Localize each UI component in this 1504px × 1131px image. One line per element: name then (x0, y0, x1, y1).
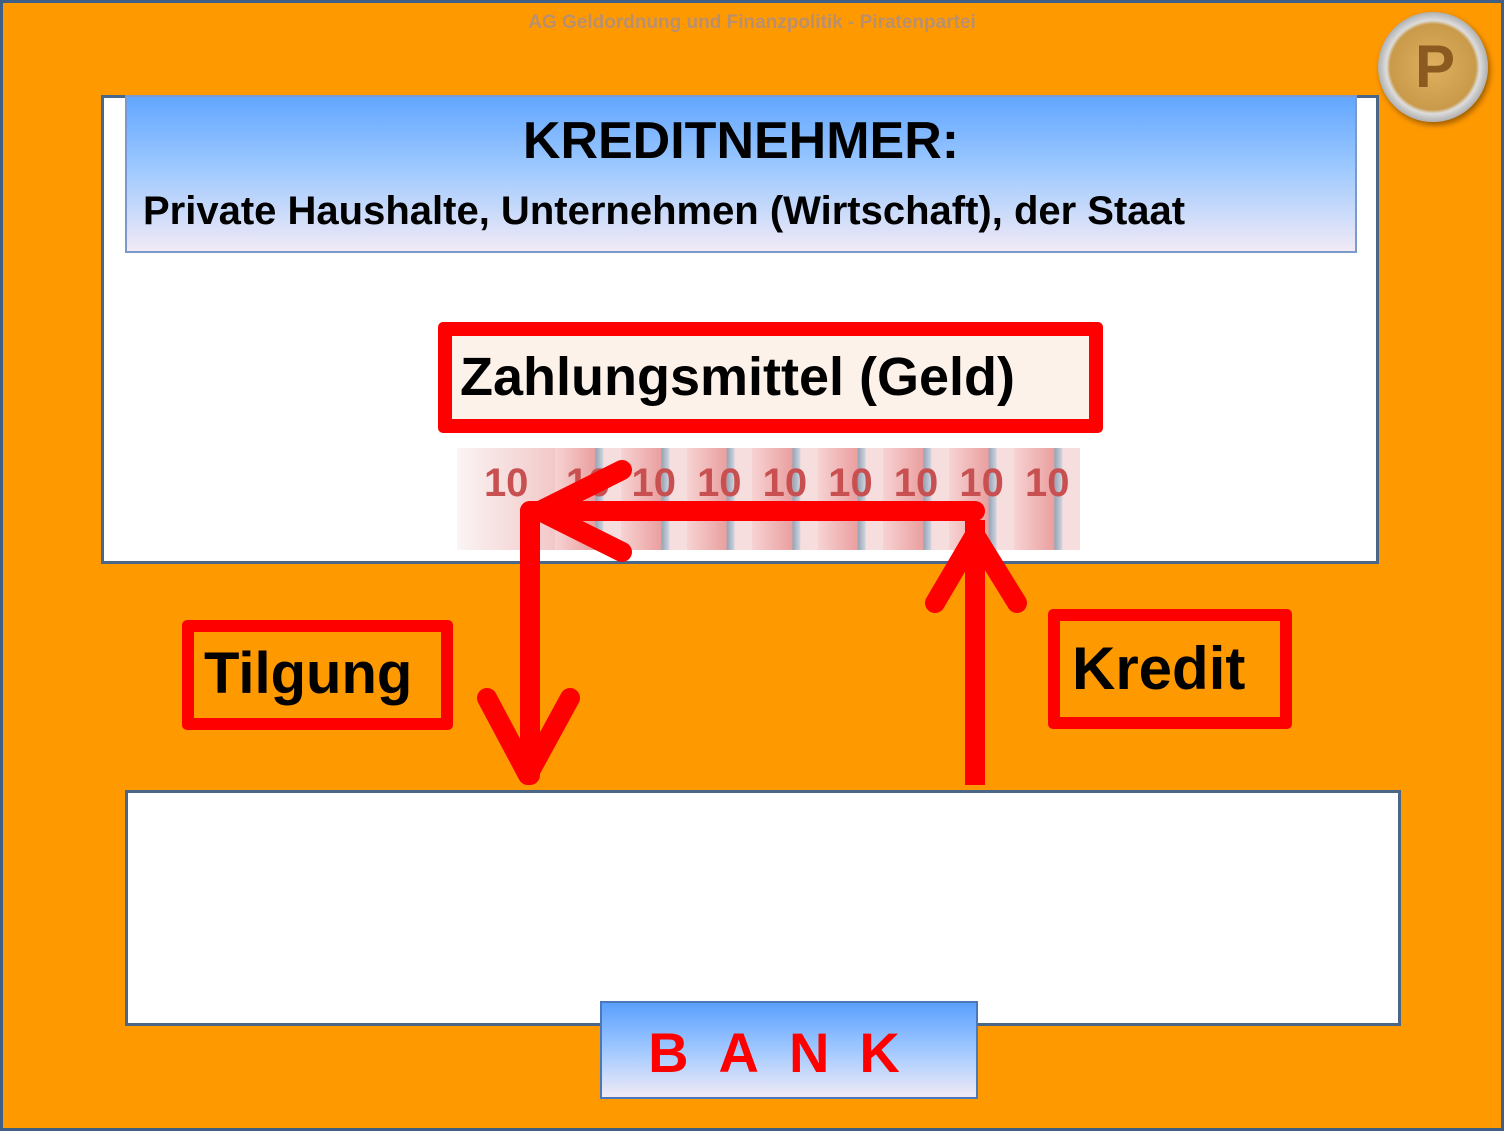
banknote: 10 (620, 448, 687, 550)
money-label-box: Zahlungsmittel (Geld) (438, 322, 1103, 433)
pirate-coin-logo-icon: P (1378, 12, 1488, 122)
banknote: 10 (817, 448, 884, 550)
borrower-subtitle-text: Private Haushalte, Unternehmen (Wirtscha… (143, 189, 1186, 233)
banknote: 10 (752, 448, 818, 550)
credit-label-text: Kredit (1072, 635, 1246, 702)
borrower-title-box: KREDITNEHMER: Private Haushalte, Unterne… (125, 95, 1357, 253)
repayment-arrowhead (477, 688, 580, 785)
banknote: 10 (1014, 448, 1080, 550)
credit-label-box: Kredit (1048, 609, 1292, 729)
borrower-title: KREDITNEHMER: (522, 112, 960, 170)
repayment-label-box: Tilgung (182, 620, 453, 730)
borrower-subtitle: Private Haushalte, Unternehmen (Wirtscha… (143, 189, 1339, 234)
repayment-label-text: Tilgung (204, 641, 413, 706)
banknote: 10 (883, 448, 949, 550)
bank-panel (125, 790, 1401, 1026)
credit-arrowhead (925, 525, 1027, 613)
banknote: 10 (948, 448, 1015, 550)
banknote: 10 (686, 448, 753, 550)
money-label-text: Zahlungsmittel (Geld) (460, 347, 1016, 407)
slide-header: AG Geldordnung und Finanzpolitik - Pirat… (528, 12, 976, 33)
bank-label-box: BANK (600, 1001, 978, 1099)
